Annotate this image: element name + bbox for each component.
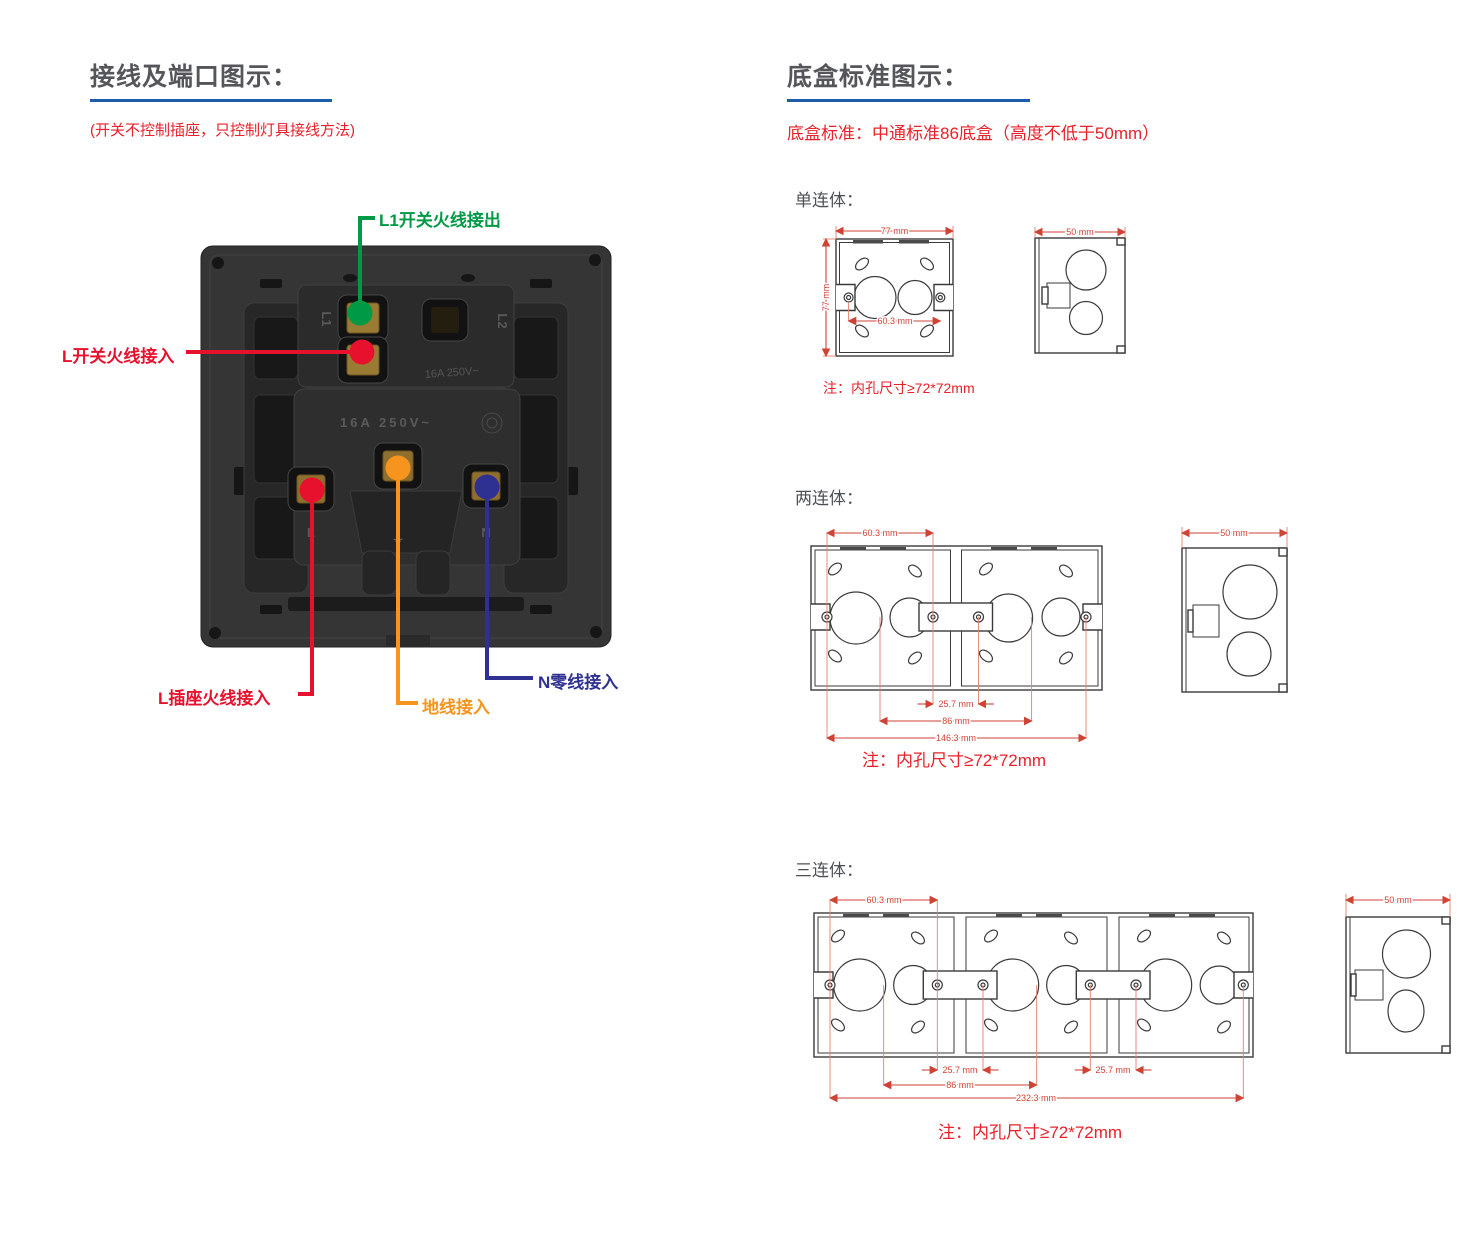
dim-depth: 50 mm [1384,895,1412,905]
double-unit-label: 两连体： [795,489,863,508]
right-section-title: 底盒标准图示： [787,63,970,91]
single-front-box [835,238,954,357]
dim-gap1: 25.7 mm [942,1065,977,1075]
left-subtitle: (开关不控制插座，只控制灯具接线方法) [90,122,355,139]
socket-back-photo: L1 L2 16A 250V~ 16A 250V~ [200,245,612,648]
terminal-mark-n: N [481,525,490,540]
label-l-switch-in: L开关火线接入 [62,347,175,366]
double-unit-note: 注：内孔尺寸≥72*72mm [862,751,1047,770]
terminal-mark-l1: L1 [319,311,334,326]
right-title-underline [787,99,1030,102]
single-front-dimensions: 77 mm 77 mm 60.3 mm [820,225,955,358]
triple-unit-note: 注：内孔尺寸≥72*72mm [938,1123,1123,1142]
cert-mark [481,412,503,434]
triple-front-box [813,912,1254,1058]
single-unit-note: 注：内孔尺寸≥72*72mm [823,380,975,396]
triple-front-dimensions: 60.3 mm 25.7 mm 25.7 mm 86 mm 232.3 mm [828,894,1245,1105]
dim-depth: 50 mm [1066,227,1094,237]
triple-box-front-drawing: 60.3 mm 25.7 mm 25.7 mm 86 mm 232.3 mm [813,894,1254,1105]
terminal-mark-l: L [307,525,315,540]
double-side-dimensions: 50 mm [1180,527,1289,548]
box-standard-note: 底盒标准：中通标准86底盒（高度不低于50mm） [787,124,1160,143]
single-box-side-drawing: 50 mm [1033,226,1127,354]
triple-side-dimensions: 50 mm [1344,894,1452,917]
triple-side-box [1345,916,1451,1054]
triple-box-side-drawing: 50 mm [1344,894,1452,1054]
label-l1-out: L1开关火线接出 [379,211,501,230]
dim-height: 77 mm [821,284,831,312]
dim-gap: 25.7 mm [938,699,973,709]
double-side-box [1181,547,1288,693]
dim-hole-spacing: 60.3 mm [877,316,912,326]
terminal-mark-earth: ⏚ [391,531,404,546]
rating-emboss-top: 16A 250V~ [424,365,479,381]
single-side-box [1034,237,1126,354]
dim-center-spacing: 86 mm [946,1080,974,1090]
switch-terminal-module: L1 L2 16A 250V~ [297,284,515,388]
double-front-box [810,545,1103,691]
label-n-in: N零线接入 [538,673,619,692]
dim-center-spacing: 86 mm [942,716,970,726]
dim-total: 146.3 mm [936,733,976,743]
dim-total: 232.3 mm [1016,1093,1056,1103]
dim-width: 77 mm [881,226,909,236]
double-front-dimensions: 60.3 mm 25.7 mm 86 mm 146.3 mm [825,527,1088,745]
single-side-dimensions: 50 mm [1033,226,1127,239]
rating-emboss-mid: 16A 250V~ [340,415,432,430]
socket-body: 16A 250V~ [288,388,524,647]
triple-unit-label: 三连体： [795,861,863,880]
label-l-socket-in: L插座火线接入 [158,689,271,708]
dim-gap2: 25.7 mm [1095,1065,1130,1075]
single-unit-label: 单连体： [795,191,863,210]
single-box-front-drawing: 77 mm 77 mm 60.3 mm [820,225,955,358]
left-title-underline [90,99,332,102]
dim-depth: 50 mm [1220,528,1248,538]
double-box-side-drawing: 50 mm [1180,527,1289,693]
label-earth-in: 地线接入 [422,698,490,717]
dim-hole-spacing: 60.3 mm [862,528,897,538]
terminal-mark-l2: L2 [495,313,510,328]
dim-hole-spacing: 60.3 mm [866,895,901,905]
left-section-title: 接线及端口图示： [90,63,299,91]
double-box-front-drawing: 60.3 mm 25.7 mm 86 mm 146.3 mm [810,527,1103,745]
